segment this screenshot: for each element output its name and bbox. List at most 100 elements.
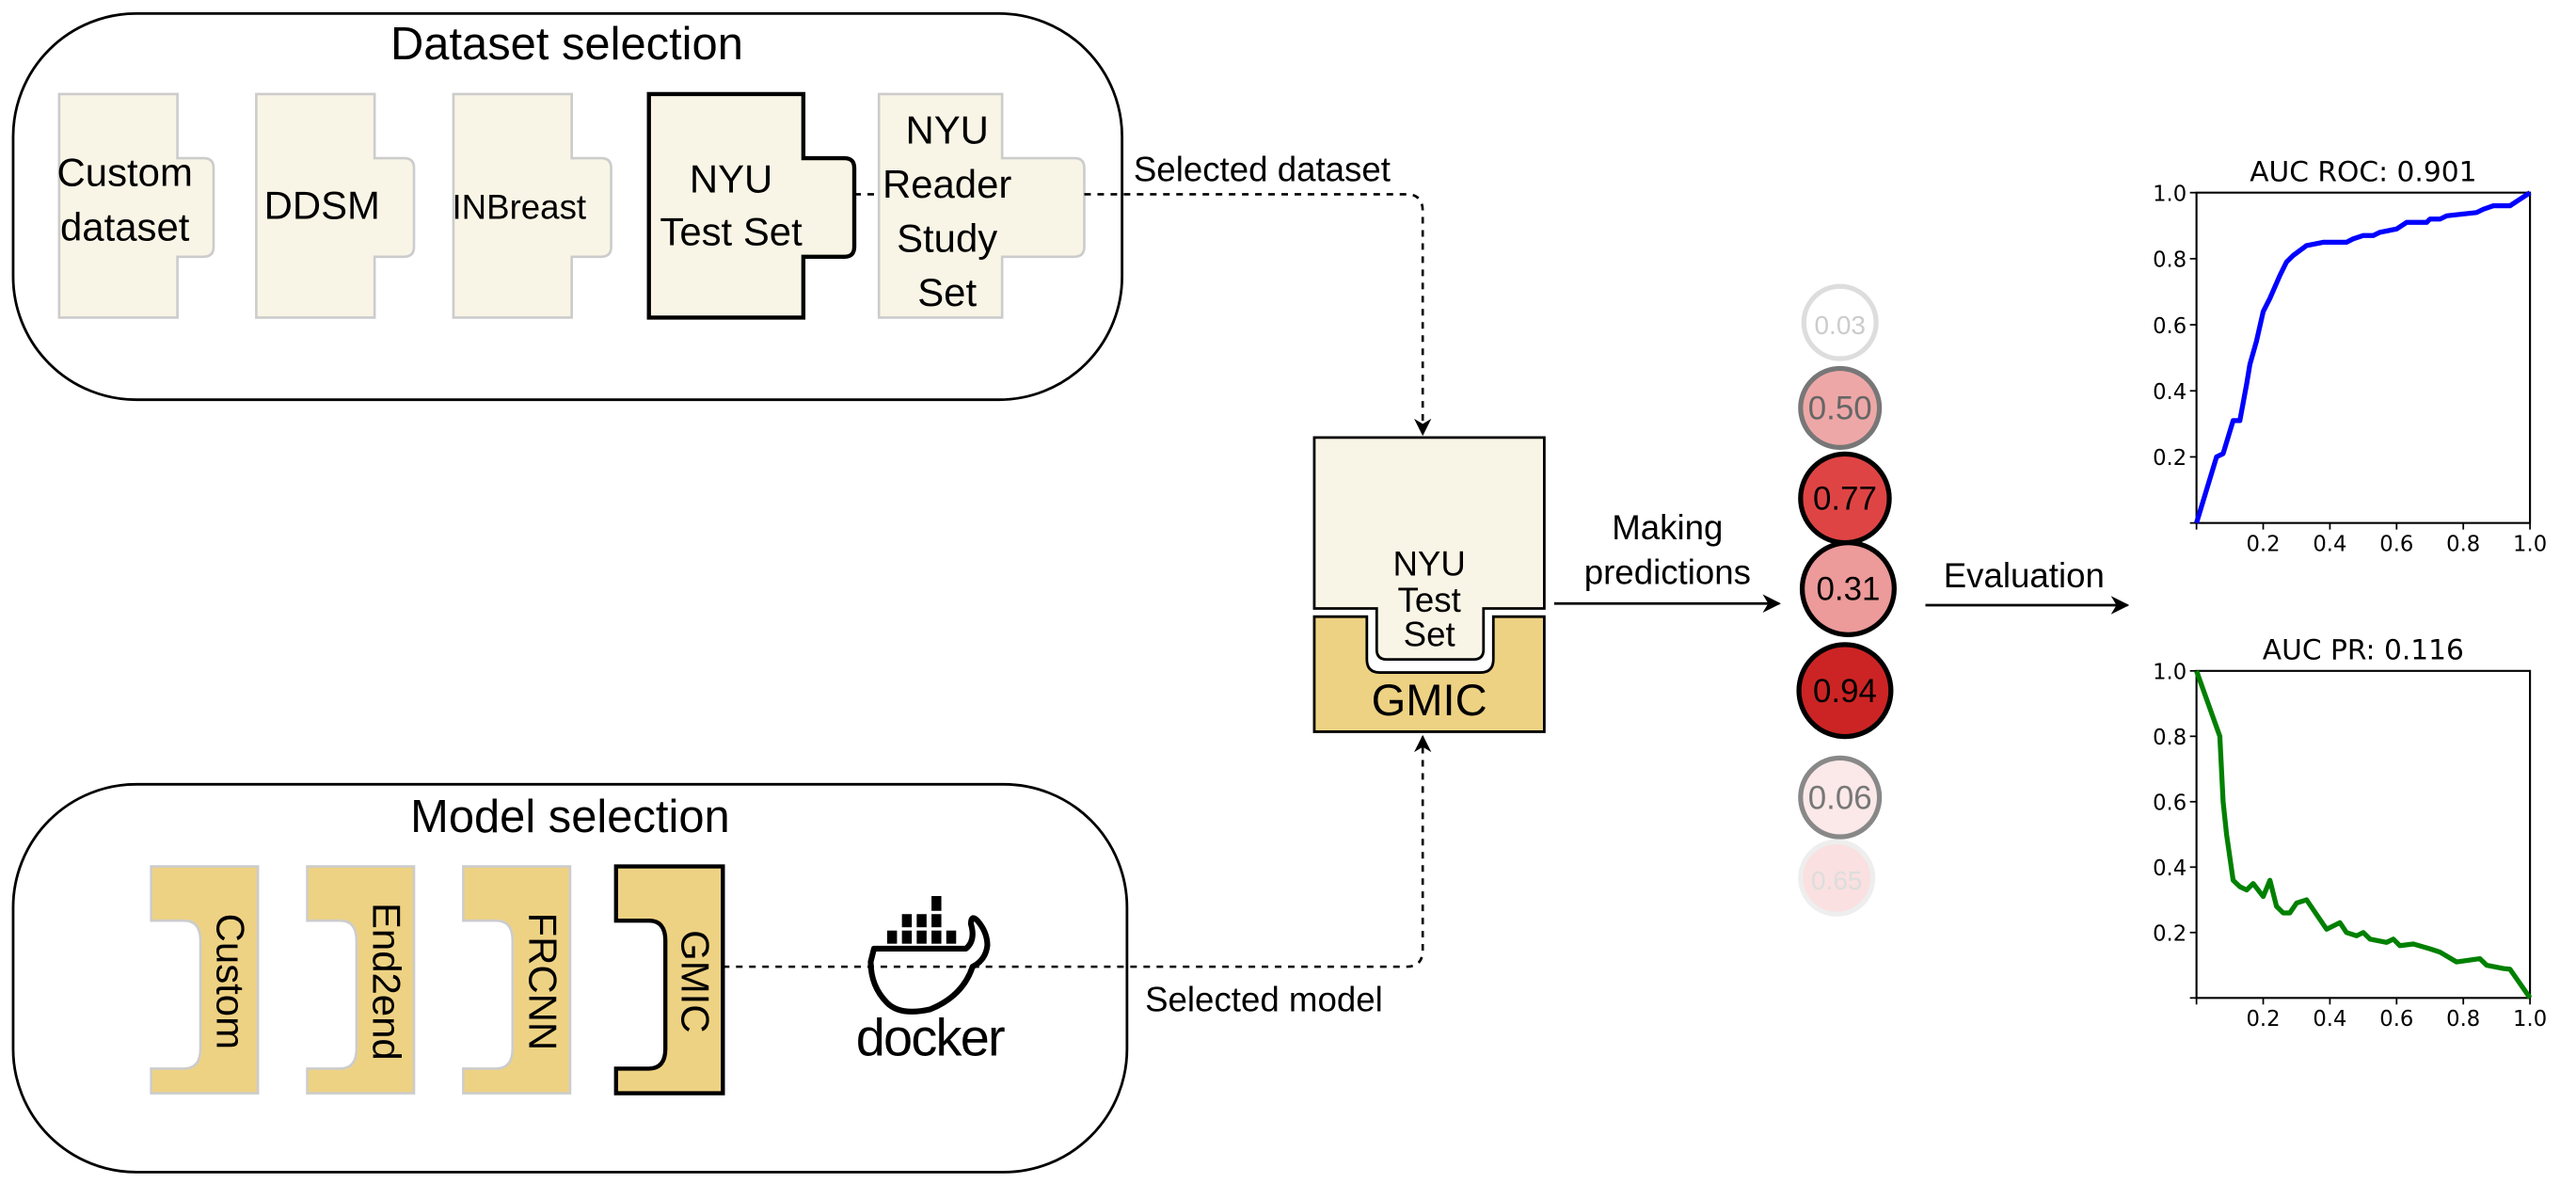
selected-dataset-label: Selected dataset xyxy=(1134,150,1391,188)
pr-chart: AUC PR: 0.116 0.2 0.4 0.6 0.8 1.0 0.2 0.4 0.6 0.8… xyxy=(2153,633,2547,1032)
dataset-tile-label: Set xyxy=(917,270,977,314)
prediction-value: 0.77 xyxy=(1813,481,1877,518)
model-tile[interactable]: Custom xyxy=(150,865,260,1095)
docker-wordmark: docker xyxy=(856,1007,1005,1066)
x-tick-label: 0.8 xyxy=(2446,532,2480,556)
prediction-circle xyxy=(1801,283,1879,361)
dataset-tile-label: Study xyxy=(897,216,997,261)
prediction-score: 0.03 xyxy=(1801,283,1879,361)
dataset-tile-label: dataset xyxy=(60,204,190,248)
prediction-circle xyxy=(1799,539,1897,638)
dataset-tile[interactable]: NYU Test Set xyxy=(646,91,857,320)
dataset-tile-label: NYU xyxy=(905,107,988,152)
y-tick-label: 0.6 xyxy=(2153,314,2186,339)
x-tick-label: 0.4 xyxy=(2313,1007,2346,1032)
x-tick-label: 0.4 xyxy=(2313,532,2346,556)
model-tile[interactable]: End2end xyxy=(306,865,416,1095)
dataset-tile-label: Test Set xyxy=(660,210,803,254)
y-tick-label: 0.8 xyxy=(2153,726,2186,750)
combined-dataset-piece xyxy=(1312,436,1546,661)
dataset-tile-shape xyxy=(57,92,215,319)
x-tick-label: 0.6 xyxy=(2379,532,2413,556)
chart-title: AUC ROC: 0.901 xyxy=(2250,154,2476,187)
chart-title: AUC PR: 0.116 xyxy=(2263,633,2464,666)
model-tile-label: End2end xyxy=(364,903,408,1061)
dataset-panel-title: Dataset selection xyxy=(390,19,743,70)
model-tile-shape xyxy=(306,865,416,1095)
dataset-tile-label: Custom xyxy=(57,151,193,195)
combined-dataset-line: Test xyxy=(1398,581,1461,619)
model-tile[interactable]: GMIC xyxy=(613,864,725,1096)
combined-dataset-line: NYU xyxy=(1392,545,1465,584)
prediction-scores: 0.03 0.50 0.77 0.31 0.94 0.06 0.65 xyxy=(1796,283,1897,917)
y-tick-label: 0.4 xyxy=(2153,380,2186,405)
x-tick-label: 1.0 xyxy=(2513,532,2547,556)
making-predictions-label: Making xyxy=(1612,508,1723,547)
combined-dataset-line: Set xyxy=(1404,616,1455,654)
dataset-tile-shape xyxy=(452,92,612,319)
dataset-tile[interactable]: INBreast xyxy=(452,92,612,319)
y-tick-label: 1.0 xyxy=(2153,182,2186,206)
dataset-tile-shape xyxy=(646,91,857,320)
y-tick-label: 0.2 xyxy=(2153,446,2186,471)
dataset-tile[interactable]: DDSM xyxy=(255,92,416,319)
prediction-score: 0.50 xyxy=(1798,365,1883,450)
prediction-value: 0.31 xyxy=(1816,571,1880,608)
series-line xyxy=(2194,669,2533,1000)
x-tick-label: 0.8 xyxy=(2446,1007,2480,1032)
series-line xyxy=(2194,190,2532,524)
model-selection-panel: Model selection Custom End2end FRCNN GMIC d… xyxy=(11,782,1129,1174)
prediction-score: 0.77 xyxy=(1798,451,1892,546)
prediction-value: 0.03 xyxy=(1815,311,1866,340)
y-tick-label: 0.8 xyxy=(2153,248,2186,273)
prediction-score: 0.65 xyxy=(1798,839,1876,917)
x-tick-label: 0.2 xyxy=(2246,1007,2280,1032)
combined-model-label: GMIC xyxy=(1372,675,1487,725)
model-tile-shape xyxy=(462,865,572,1095)
y-tick-label: 0.4 xyxy=(2153,856,2186,881)
dataset-tile-label: DDSM xyxy=(264,184,380,228)
model-tile-shape xyxy=(150,865,260,1095)
prediction-value: 0.94 xyxy=(1813,673,1877,710)
roc-chart: AUC ROC: 0.901 0.2 0.4 0.6 0.8 1.0 0.2 0.4 0.6 0.… xyxy=(2153,154,2547,556)
y-tick-label: 0.2 xyxy=(2153,922,2186,947)
dataset-tile-label: INBreast xyxy=(452,188,586,227)
prediction-value: 0.65 xyxy=(1811,866,1862,895)
prediction-score: 0.94 xyxy=(1796,642,1894,740)
dataset-tile-shape xyxy=(877,92,1086,319)
model-panel-title: Model selection xyxy=(410,792,730,842)
combined-model-piece xyxy=(1312,615,1546,733)
dataset-tile-shape xyxy=(255,92,416,319)
dataset-tile-label: NYU xyxy=(690,157,772,201)
dataset-tile[interactable]: Custom dataset xyxy=(57,92,215,319)
model-tile[interactable]: FRCNN xyxy=(462,865,572,1095)
model-tile-label: FRCNN xyxy=(520,913,564,1051)
model-tile-label: Custom xyxy=(208,914,252,1049)
selected-model-label: Selected model xyxy=(1145,980,1383,1018)
plot-area xyxy=(2195,669,2532,1000)
evaluation-charts: AUC ROC: 0.901 0.2 0.4 0.6 0.8 1.0 0.2 0.4 0.6 0.… xyxy=(2153,154,2547,1032)
evaluation-label: Evaluation xyxy=(1944,556,2105,595)
prediction-score: 0.31 xyxy=(1799,539,1897,638)
combined-dataset-model-block: NYU Test Set GMIC xyxy=(1312,436,1546,733)
prediction-circle xyxy=(1796,642,1894,740)
y-tick-label: 1.0 xyxy=(2153,661,2186,685)
prediction-circle xyxy=(1798,755,1883,840)
prediction-circle xyxy=(1798,839,1876,917)
prediction-score: 0.06 xyxy=(1798,755,1883,840)
selected-dataset-connector xyxy=(854,193,1423,434)
prediction-circle xyxy=(1798,365,1883,450)
model-tile-shape xyxy=(613,864,725,1096)
x-tick-label: 0.6 xyxy=(2379,1007,2413,1032)
dataset-selection-panel: Dataset selection Custom dataset DDSM INBre… xyxy=(11,11,1124,402)
docker-whale-icon xyxy=(867,896,991,1015)
model-tiles: Custom End2end FRCNN GMIC xyxy=(150,864,725,1096)
making-predictions-label: predictions xyxy=(1584,552,1751,591)
plot-area xyxy=(2195,191,2532,524)
model-tile-label: GMIC xyxy=(674,930,718,1032)
x-tick-label: 0.2 xyxy=(2246,532,2280,556)
y-tick-label: 0.6 xyxy=(2153,792,2186,816)
